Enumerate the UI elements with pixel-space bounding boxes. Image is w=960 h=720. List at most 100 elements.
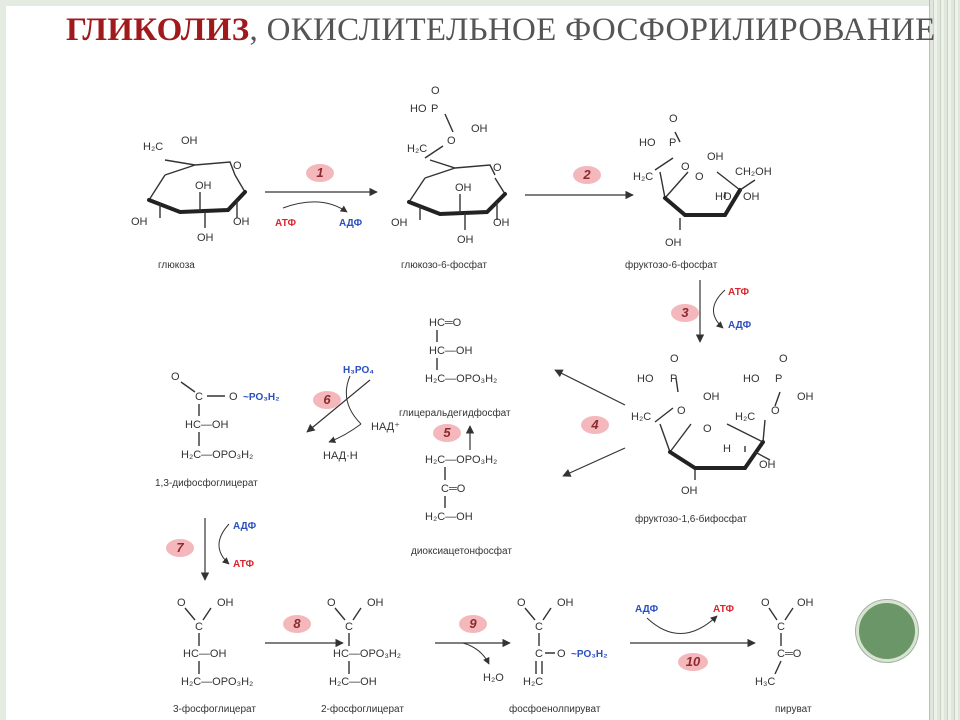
g6p-oh-right: OH	[493, 217, 510, 229]
f6p-ho-ring: HO	[715, 191, 732, 203]
pyr-h3c: H₃C	[755, 676, 775, 688]
step-6-h3po4: H₃PO₄	[343, 365, 374, 376]
pyr-o-dbl: O	[761, 597, 770, 609]
f16bp-p-2: P	[775, 373, 782, 385]
step-10-atp: АТФ	[713, 604, 734, 615]
f16bp-ring-o: O	[703, 423, 712, 435]
title-accent: ГЛИКОЛИЗ	[66, 12, 250, 48]
pg2-hc-opo3h2: HC—OPO₃H₂	[333, 648, 401, 660]
glycolysis-scheme: H₂C OH O OH OH OH OH глюкоза 1 АТФ АДФ O…	[125, 80, 828, 720]
step-6-reaction: 6 H₃PO₄ НАД⁺ НАД·Н	[306, 365, 400, 462]
f16bp-oh-1: OH	[703, 391, 720, 403]
pep-structure: O OH C C O ~PO₃H₂ H₂C фосфоенолпируват	[509, 597, 608, 715]
g6p-ring-o: O	[493, 162, 502, 174]
g6p-oh-mid: OH	[455, 182, 472, 194]
bpg13-choh: HC—OH	[185, 419, 228, 431]
pg2-o-dbl: O	[327, 597, 336, 609]
dhap-co: C═O	[441, 483, 466, 495]
glucose-ring-o: O	[233, 160, 242, 172]
g6p-oh-p: OH	[471, 123, 488, 135]
step-9-number: 9	[469, 616, 477, 631]
f16bp-h: H	[723, 443, 731, 455]
pg3-oh-top: OH	[217, 597, 234, 609]
step-1-badge	[306, 164, 334, 182]
slide-frame-stripes	[929, 0, 960, 720]
step-6-nadh: НАД·Н	[323, 450, 358, 462]
bpg13-o: O	[229, 391, 238, 403]
pyr-c1: C	[777, 621, 785, 633]
f16bp-label: фруктозо-1,6-бифосфат	[635, 513, 747, 525]
step-9-h2o: H₂O	[483, 672, 504, 684]
bpg13-o-dbl: O	[171, 371, 180, 383]
f6p-oh-p: OH	[707, 151, 724, 163]
glucose-structure: H₂C OH O OH OH OH OH глюкоза	[131, 135, 250, 271]
f6p-ring-o: O	[695, 171, 704, 183]
f6p-ch2oh: CH₂OH	[735, 166, 772, 178]
step-10-number: 10	[686, 654, 701, 669]
pep-label: фосфоенолпируват	[509, 703, 601, 715]
bpg13-po3h2: ~PO₃H₂	[243, 392, 280, 403]
step-7-reaction: 7 АДФ АТФ	[166, 518, 257, 581]
f6p-p: P	[669, 137, 676, 149]
pg3-label: 3-фосфоглицерат	[173, 703, 256, 715]
glucose-oh-mid: OH	[195, 180, 212, 192]
f6p-structure: O HO P OH O H₂C O CH₂OH HO OH OH фруктоз…	[625, 113, 772, 271]
pep-o: O	[557, 648, 566, 660]
f16bp-structure: O HO P OH O H₂C O O HO P OH O H₂C H OH O…	[631, 353, 814, 525]
pep-po3h2: ~PO₃H₂	[571, 649, 608, 660]
g6p-oh-bottom: OH	[457, 234, 474, 246]
glucose-h2c: H₂C	[143, 141, 163, 153]
f6p-label: фруктозо-6-фосфат	[625, 259, 718, 271]
pyruvate-structure: O OH C C═O H₃C пируват	[755, 597, 814, 715]
f6p-o-link: O	[681, 161, 690, 173]
pg3-h2c-opo3h2: H₂C—OPO₃H₂	[181, 676, 253, 688]
g6p-p: P	[431, 103, 438, 115]
dhap-label: диоксиацетонфосфат	[411, 545, 512, 557]
step-7-adp: АДФ	[233, 521, 257, 532]
step-3-adp: АДФ	[728, 320, 752, 331]
f16bp-h2c-2: H₂C	[735, 411, 755, 423]
f16bp-oh-right: OH	[759, 459, 776, 471]
step-5-number: 5	[443, 425, 451, 440]
glucose-oh-left: OH	[131, 216, 148, 228]
f16bp-oh-bottom: OH	[681, 485, 698, 497]
g6p-ho: HO	[410, 103, 427, 115]
pep-h2c: H₂C	[523, 676, 543, 688]
pg3-choh: HC—OH	[183, 648, 226, 660]
pyr-co: C═O	[777, 648, 802, 660]
pep-oh-top: OH	[557, 597, 574, 609]
step-7-atp: АТФ	[233, 559, 254, 570]
pg3-structure: O OH C HC—OH H₂C—OPO₃H₂ 3-фосфоглицерат	[173, 597, 256, 715]
step-2-reaction: 2	[525, 166, 634, 200]
step-4-number: 4	[590, 417, 599, 432]
step-8-number: 8	[293, 616, 301, 631]
pg2-c1: C	[345, 621, 353, 633]
dhap-structure: H₂C—OPO₃H₂ C═O H₂C—OH диоксиацетонфосфат	[411, 454, 512, 557]
pg2-oh-top: OH	[367, 597, 384, 609]
g6p-label: глюкозо-6-фосфат	[401, 259, 487, 271]
f16bp-o-dbl-1: O	[670, 353, 679, 365]
step-1-adp: АДФ	[339, 218, 363, 229]
bpg13-c1: C	[195, 391, 203, 403]
step-3-atp: АТФ	[728, 287, 749, 298]
step-2-number: 2	[582, 167, 591, 182]
f16bp-ho-1: HO	[637, 373, 654, 385]
g6p-o-link: O	[447, 135, 456, 147]
pyr-oh-top: OH	[797, 597, 814, 609]
step-1-number: 1	[316, 165, 323, 180]
pg3-c1: C	[195, 621, 203, 633]
step-8-reaction: 8	[265, 615, 344, 648]
f6p-ho: HO	[639, 137, 656, 149]
f6p-o-dbl: O	[669, 113, 678, 125]
slide-frame-top	[0, 0, 930, 6]
pg2-h2coh: H₂C—OH	[329, 676, 377, 688]
gap-choh: HC—OH	[429, 345, 472, 357]
f6p-oh-right: OH	[743, 191, 760, 203]
step-4-reaction: 4	[554, 369, 626, 477]
step-1-reaction: 1 АТФ АДФ	[265, 164, 378, 229]
step-3-reaction: 3 АТФ АДФ	[671, 280, 752, 343]
pyruvate-label: пируват	[775, 704, 812, 715]
glucose-label: глюкоза	[158, 260, 195, 271]
f16bp-p-1: P	[670, 373, 677, 385]
pep-c2: C	[535, 648, 543, 660]
